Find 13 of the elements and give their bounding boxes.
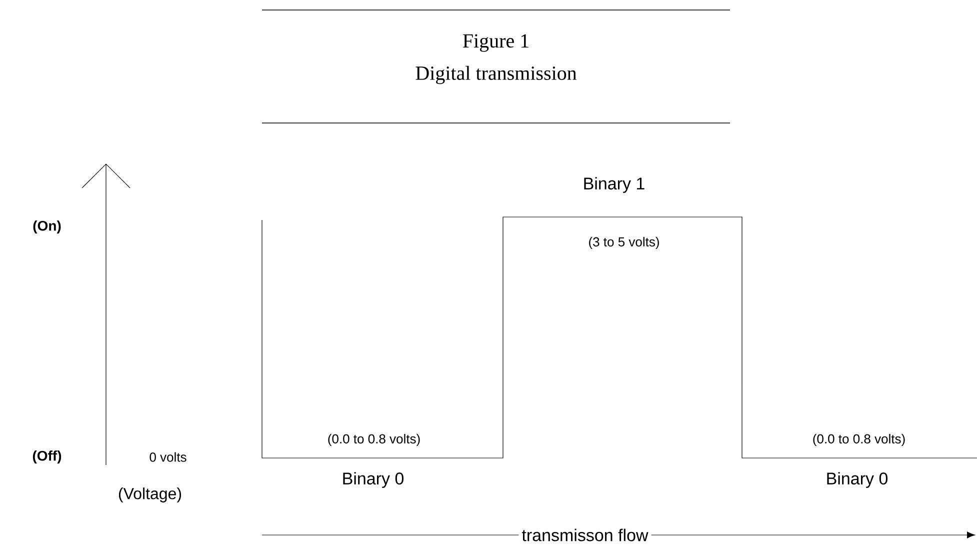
level-label: Binary 0	[343, 472, 404, 488]
title: Digital transmission	[416, 66, 577, 84]
voltage-value: 0 volts	[150, 452, 186, 462]
level-label: Binary 1	[584, 177, 644, 193]
voltage-range: (0.0 to 0.8 volts)	[328, 434, 420, 446]
flow-label: transmisson flow	[518, 526, 652, 544]
figure-number: Figure 1	[462, 34, 528, 52]
voltage-range: (0.0 to 0.8 volts)	[813, 434, 905, 446]
axis-label: (Voltage)	[118, 488, 182, 502]
state-label: (On)	[33, 220, 61, 234]
level-label: Binary 0	[827, 472, 888, 488]
voltage-range: (3 to 5 volts)	[589, 236, 659, 250]
state-label: (Off)	[32, 450, 62, 464]
